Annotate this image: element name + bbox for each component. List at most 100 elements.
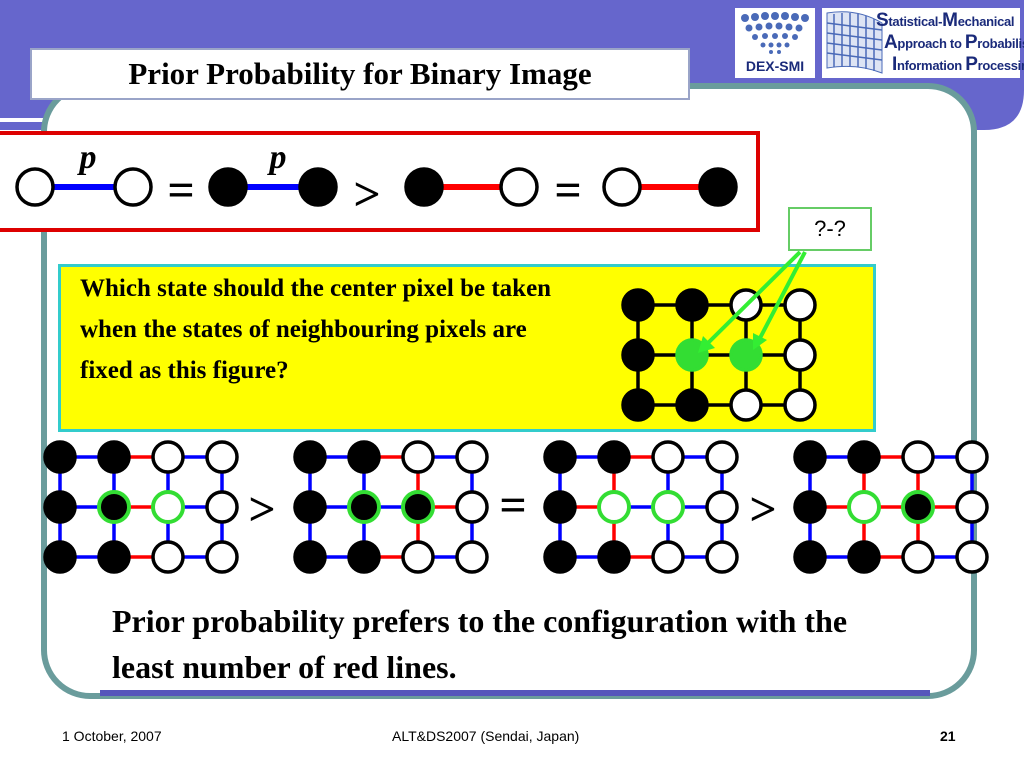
p-label-1: p <box>77 139 97 176</box>
pair-white-white <box>15 167 153 207</box>
pair-node-black <box>404 167 444 207</box>
pair-black-black <box>208 167 338 207</box>
grid-node-white <box>205 440 239 474</box>
smapip-logo: Statistical-Mechanical Approach to Proba… <box>822 8 1024 78</box>
comparison-symbol-2: = <box>499 479 526 532</box>
bottom-blue-bar <box>100 690 930 696</box>
pointer-arrow-2 <box>758 251 807 339</box>
dex-smi-label: DEX-SMI <box>745 58 805 74</box>
pair-node-black <box>298 167 338 207</box>
grid-node-white <box>729 388 763 422</box>
pair-symbol-1: = <box>167 164 194 217</box>
grid-node-black <box>293 440 327 474</box>
pair-symbol-3: = <box>554 164 581 217</box>
comparison-symbol-1: > <box>248 483 275 536</box>
config-grid-black-white <box>43 440 239 574</box>
grid-node-black <box>543 490 577 524</box>
grid-node-black <box>793 540 827 574</box>
footer-date: 1 October, 2007 <box>62 728 162 744</box>
grid-node-center-white <box>151 490 185 524</box>
grid-node-white <box>151 540 185 574</box>
conclusion-text: Prior probability prefers to the configu… <box>112 603 848 685</box>
grid-node-black <box>621 288 655 322</box>
grid-node-black <box>621 338 655 372</box>
config-grid-black-black <box>293 440 489 574</box>
pointer-arrowhead-2 <box>753 333 767 350</box>
pair-black-white <box>404 167 539 207</box>
page-title: Prior Probability for Binary Image <box>30 48 690 100</box>
grid-node-white <box>151 440 185 474</box>
grid-node-white <box>401 540 435 574</box>
dex-smi-emblem <box>741 12 809 54</box>
grid-node-black <box>543 440 577 474</box>
grid-node-black <box>43 440 77 474</box>
pair-node-white <box>499 167 539 207</box>
pair-symbol-2: > <box>353 168 380 221</box>
question-text: Which state should the center pixel be t… <box>80 275 552 384</box>
comparison-symbol-3: > <box>749 483 776 536</box>
pair-node-black <box>698 167 738 207</box>
grid-node-black <box>793 440 827 474</box>
pair-node-white <box>602 167 642 207</box>
grid-node-black <box>43 540 77 574</box>
config-grid-white-black <box>793 440 989 574</box>
smapip-line-3: Information Processing <box>892 54 1024 75</box>
p-label-2: p <box>267 139 287 176</box>
dex-smi-logo: DEX-SMI <box>735 8 815 78</box>
grid-node-white <box>901 440 935 474</box>
grid-node-black <box>97 440 131 474</box>
grid-node-white <box>651 440 685 474</box>
grid-node-black <box>675 288 709 322</box>
grid-node-white <box>955 540 989 574</box>
grid-node-white <box>455 490 489 524</box>
grid-node-white <box>901 540 935 574</box>
grid-node-black <box>43 490 77 524</box>
smapip-emblem <box>826 11 883 74</box>
pair-white-black <box>602 167 738 207</box>
pointer-arrowhead-1 <box>698 336 715 353</box>
pair-node-white <box>15 167 55 207</box>
grid-node-center-white <box>597 490 631 524</box>
page-number: 21 <box>940 728 956 744</box>
smapip-line-1: Statistical-Mechanical <box>876 10 1015 31</box>
pair-node-black <box>208 167 248 207</box>
grid-node-center-black <box>401 490 435 524</box>
config-grid-white-white <box>543 440 739 574</box>
grid-node-black <box>793 490 827 524</box>
grid-node-white <box>705 490 739 524</box>
grid-node-black <box>293 540 327 574</box>
grid-node-white <box>783 288 817 322</box>
grid-node-white <box>955 440 989 474</box>
grid-node-white <box>955 490 989 524</box>
grid-node-white <box>205 540 239 574</box>
grid-node-black <box>621 388 655 422</box>
grid-node-black <box>597 440 631 474</box>
grid-node-black <box>597 540 631 574</box>
grid-node-white <box>651 540 685 574</box>
grid-node-black <box>675 388 709 422</box>
grid-node-black <box>847 440 881 474</box>
grid-node-center-black <box>347 490 381 524</box>
grid-node-white <box>205 490 239 524</box>
grid-node-white <box>783 338 817 372</box>
smapip-line-2: Approach to Probabilistic <box>884 32 1024 53</box>
footer-conference: ALT&DS2007 (Sendai, Japan) <box>392 728 580 744</box>
grid-node-black <box>97 540 131 574</box>
grid-node-white <box>705 540 739 574</box>
grid-node-white <box>455 440 489 474</box>
pair-node-white <box>113 167 153 207</box>
pointer-arrow-1 <box>706 250 802 345</box>
grid-node-black <box>347 540 381 574</box>
grid-node-center-white <box>847 490 881 524</box>
grid-node-center-white <box>651 490 685 524</box>
grid-node-black <box>293 490 327 524</box>
grid-node-center-black <box>901 490 935 524</box>
grid-node-center-black <box>97 490 131 524</box>
grid-node-black <box>347 440 381 474</box>
grid-node-unknown <box>675 338 709 372</box>
grid-node-white <box>401 440 435 474</box>
unknown-pixels-label: ?-? <box>788 207 872 251</box>
